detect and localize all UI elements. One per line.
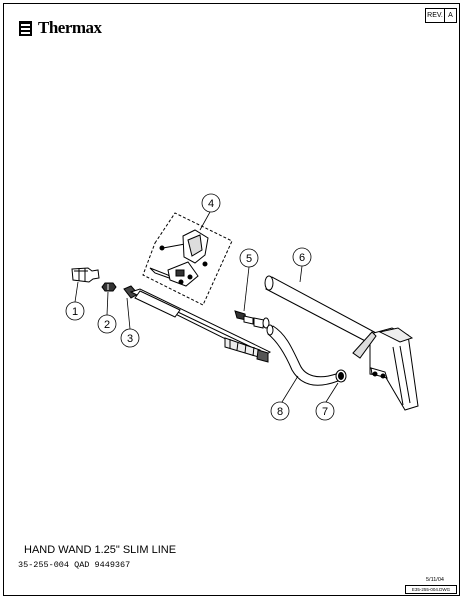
- callout-2-circle: [97, 314, 117, 334]
- callout-7-label: 7: [322, 406, 328, 418]
- drawing-date: 5/11/04: [426, 577, 444, 583]
- part-8-bent-tube: [266, 324, 339, 386]
- revision-value: A: [444, 8, 457, 23]
- brand-name: Thermax: [38, 18, 102, 37]
- part-number: 35-255-004 QAD 9449367: [18, 560, 131, 570]
- callout-6-circle: [292, 247, 312, 267]
- part-2-nut: [101, 282, 117, 292]
- callout-5-label: 5: [246, 253, 252, 265]
- callout-7-circle: [315, 401, 335, 421]
- callout-3-circle: [120, 328, 140, 348]
- callout-2-label: 2: [104, 319, 110, 331]
- callout-circles: [65, 193, 335, 421]
- callout-6-label: 6: [299, 252, 305, 264]
- callout-labels: 1 2 3 4 5 6 7 8: [72, 198, 328, 418]
- part-4-valve-assembly: [142, 212, 233, 306]
- callout-8-label: 8: [277, 406, 283, 418]
- part-3-wand-handle: [123, 285, 272, 363]
- callout-3-label: 3: [127, 333, 133, 345]
- thermax-logo-icon: [19, 21, 32, 36]
- part-7-clamp: [335, 369, 347, 383]
- callout-4-circle: [201, 193, 221, 213]
- callout-4-label: 4: [208, 198, 214, 210]
- callout-8-circle: [270, 401, 290, 421]
- part-1-barb-fitting: [71, 267, 100, 283]
- callout-1-label: 1: [72, 306, 78, 318]
- callout-5-circle: [239, 248, 259, 268]
- drawing-title: HAND WAND 1.25" SLIM LINE: [24, 544, 177, 556]
- leader-lines: [74, 211, 339, 403]
- part-5-fitting: [234, 310, 270, 329]
- callout-1-circle: [65, 301, 85, 321]
- part-6-wand-tube-head: [264, 275, 419, 411]
- drawing-file: E35-255-004.DWG: [405, 585, 457, 594]
